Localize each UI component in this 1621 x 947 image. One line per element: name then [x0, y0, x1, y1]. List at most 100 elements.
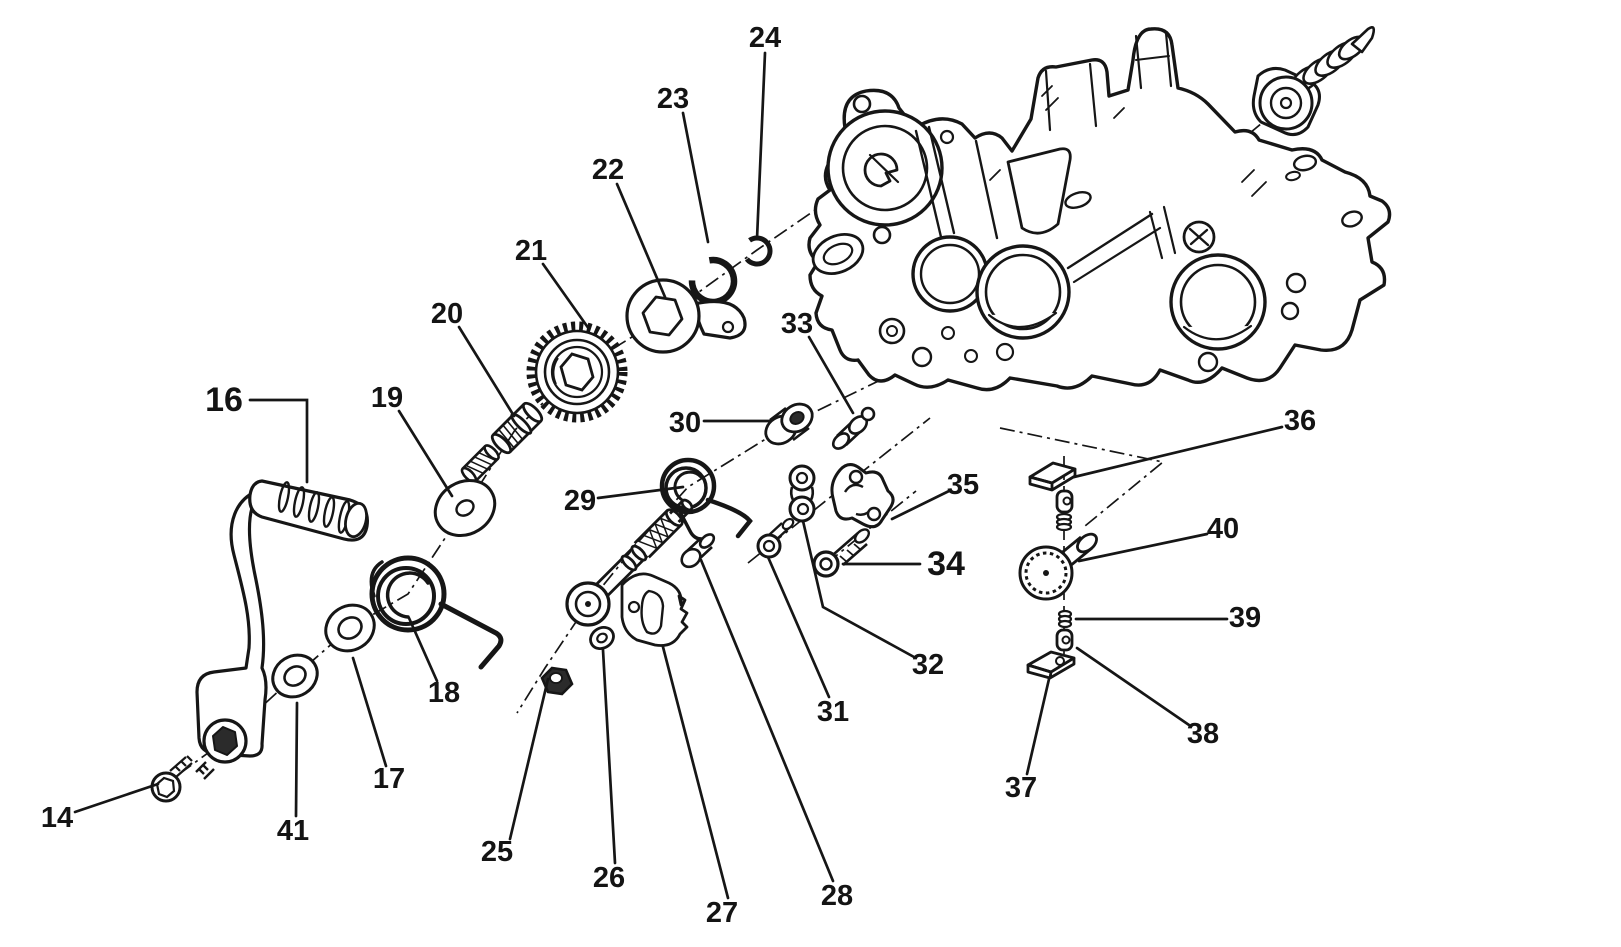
bushing-30: [764, 402, 814, 446]
part-number-20: 20: [431, 298, 463, 330]
leader-line-33: [807, 335, 855, 415]
pedal-end-cap: [344, 501, 368, 539]
shaft-tip-end: [680, 498, 694, 512]
washer41-hole: [283, 665, 307, 687]
part-number-22: 22: [592, 154, 624, 186]
sector-slot: [640, 589, 665, 635]
case-hatching: [989, 85, 1267, 197]
part-number-38: 38: [1187, 718, 1219, 750]
tower1-line-b: [1088, 62, 1098, 128]
tower2-line-b: [1164, 31, 1173, 88]
leader-line-20: [457, 325, 516, 418]
stud-28: [680, 533, 716, 569]
part-number-16: 16: [205, 381, 243, 419]
bolt34-socket: [819, 557, 833, 571]
spring29-leg-right: [705, 497, 753, 539]
pump40-gear-edge: [1024, 551, 1068, 595]
detent-pin-lower-hole: [1061, 635, 1071, 645]
left-oval-bore-inner: [822, 242, 854, 266]
leader-line-27: [661, 645, 730, 900]
part-number-30: 30: [669, 407, 701, 439]
right-bore-shadow: [1182, 324, 1253, 341]
part-number-26: 26: [593, 862, 625, 894]
gear-web: [543, 338, 611, 406]
gear-hex-bore: [559, 352, 595, 392]
part-number-23: 23: [657, 83, 689, 115]
circlip-24: [741, 235, 773, 267]
detent-axis-line: [999, 427, 1165, 527]
spring18-leg-hook: [438, 601, 504, 670]
bolt14-hex: [155, 776, 176, 799]
shaft-smooth: [595, 543, 649, 597]
shaft-tip: [669, 499, 693, 523]
link32-eye-top-hole: [795, 471, 809, 485]
bushing30-hole: [789, 411, 805, 425]
part-number-28: 28: [821, 880, 853, 912]
case-hole-b5: [995, 342, 1015, 362]
case-hole-r3: [1197, 351, 1219, 373]
part-number-36: 36: [1284, 405, 1316, 437]
shaft-knurl-body: [633, 509, 683, 559]
collar-end-right: [521, 401, 544, 424]
screw33-base: [831, 432, 851, 450]
rib-2a: [974, 139, 999, 240]
part-number-17: 17: [373, 763, 405, 795]
ratchet-hex-hole: [641, 295, 684, 337]
kick-lever-16: [195, 479, 369, 780]
left-flange-keyhole: [863, 152, 899, 188]
crank-bore-inner: [984, 253, 1062, 331]
leader-line-36: [1072, 425, 1284, 479]
spring18-coil-inner: [385, 571, 430, 619]
screw-33: [831, 406, 876, 450]
leader-line-28: [699, 558, 835, 883]
kickstart-shaft-assembly: [565, 498, 694, 647]
case-hole-r2: [1280, 301, 1300, 321]
collar-end-left: [490, 432, 513, 455]
washer-17: [324, 603, 376, 653]
idler-gear-21: [526, 321, 628, 423]
part-number-37: 37: [1005, 772, 1037, 804]
part-number-24: 24: [749, 22, 781, 54]
part-number-34: 34: [927, 545, 965, 583]
stud28-cap: [698, 533, 716, 549]
detent-spring-lower: [1057, 609, 1073, 629]
link-32: [788, 464, 816, 523]
shaft-ring-1: [620, 554, 638, 572]
pump40-cap: [1076, 532, 1098, 554]
part-number-21: 21: [515, 235, 547, 267]
bolt14-threads: [169, 755, 193, 778]
ear-hole-3: [1341, 210, 1363, 228]
stopper-plunger-assembly: [1251, 26, 1376, 137]
bolt-14: [150, 755, 193, 803]
leader-line-40: [1077, 532, 1209, 563]
tower2-line-c: [1135, 55, 1170, 61]
case-hole-b2: [911, 346, 933, 368]
mid-bore-inner: [919, 243, 981, 305]
callout-layer: 1416171819202122232425262728293031323334…: [41, 22, 1316, 929]
leader-line-14: [73, 782, 160, 814]
detent-plate-37-hole: [1055, 656, 1065, 666]
gear-hub: [550, 345, 604, 399]
tower2-line-a: [1134, 34, 1143, 90]
part-number-31: 31: [817, 696, 849, 728]
washer19-hole: [455, 499, 475, 517]
leader-line-26: [601, 648, 617, 865]
washer-41: [271, 653, 319, 699]
case-hole-b1i: [886, 325, 898, 337]
detent-spring-upper: [1055, 512, 1073, 532]
cam35-hole-top: [848, 469, 864, 485]
part-number-40: 40: [1207, 513, 1239, 545]
washer-19: [433, 479, 497, 537]
pedal-ribs: [277, 481, 351, 534]
part-number-32: 32: [912, 649, 944, 681]
cam35-hole-bottom: [866, 506, 882, 522]
gear-rim: [534, 329, 620, 415]
part-number-14: 14: [41, 802, 73, 834]
part-number-35: 35: [947, 469, 979, 501]
leader-line-17: [351, 656, 388, 768]
leader-line-21: [541, 262, 591, 331]
case-hole-b3: [941, 326, 955, 340]
spring18-coil-mid: [376, 566, 436, 626]
